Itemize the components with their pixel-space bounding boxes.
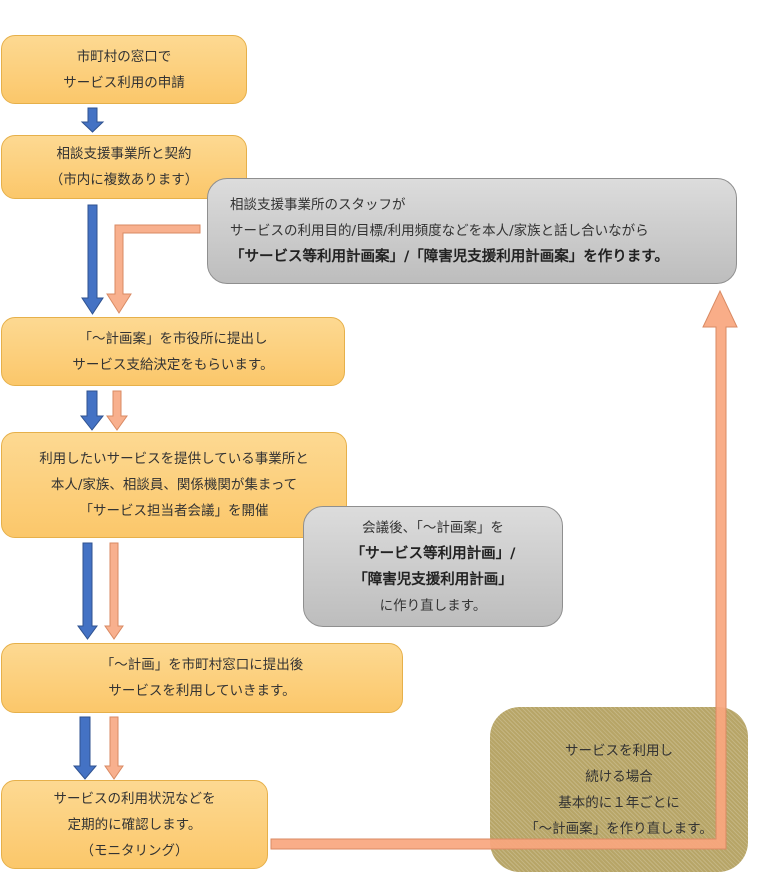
note-text: 会議後、「～計画案」を xyxy=(362,519,504,536)
step-text: 定期的に確認します。 xyxy=(67,816,202,833)
blue-arrow-4 xyxy=(77,542,98,640)
step-text: （モニタリング） xyxy=(80,842,189,859)
note-renewal: サービスを利用し 続ける場合 基本的に１年ごとに 「～計画案」を作り直します。 xyxy=(490,707,748,872)
note-text: 「～計画案」を作り直します。 xyxy=(525,820,713,837)
note-bold-text: 「サービス等利用計画」/ xyxy=(350,545,516,562)
step-text: サービスを利用していきます。 xyxy=(108,683,296,699)
step-text: 利用したいサービスを提供している事業所と xyxy=(39,451,309,467)
salmon-arrow-bent xyxy=(106,224,201,314)
step-text: サービスの利用状況などを xyxy=(53,790,216,807)
step-text: サービス利用の申請 xyxy=(63,74,185,91)
note-bold-text: 「サービス等利用計画案」/「障害児支援利用計画案」を作ります。 xyxy=(230,249,669,265)
note-after-meeting: 会議後、「～計画案」を 「サービス等利用計画」/ 「障害児支援利用計画」 に作り… xyxy=(303,506,563,627)
note-text: 相談支援事業所のスタッフが xyxy=(230,197,406,213)
note-text: 基本的に１年ごとに xyxy=(558,794,680,811)
step-monitoring: サービスの利用状況などを 定期的に確認します。 （モニタリング） xyxy=(1,780,268,869)
step-text: 相談支援事業所と契約 xyxy=(56,146,192,162)
step-contract: 相談支援事業所と契約 （市内に複数あります） xyxy=(1,135,247,199)
note-text: サービスを利用し xyxy=(565,742,673,759)
salmon-arrow-4 xyxy=(104,542,124,640)
blue-arrow-1 xyxy=(80,107,105,133)
step-apply: 市町村の窓口で サービス利用の申請 xyxy=(1,35,247,104)
step-text: （市内に複数あります） xyxy=(49,172,199,188)
blue-arrow-3 xyxy=(79,390,105,431)
note-text: サービスの利用目的/目標/利用頻度などを本人/家族と話し合いながら xyxy=(230,223,649,239)
note-text: に作り直します。 xyxy=(379,597,487,614)
step-text: 「～計画」を市町村窓口に提出後 xyxy=(100,657,304,673)
blue-arrow-5 xyxy=(72,716,98,780)
note-bold-text: 「障害児支援利用計画」 xyxy=(353,571,513,588)
step-text: 「サービス担当者会議」を開催 xyxy=(79,503,269,519)
note-text: 続ける場合 xyxy=(585,768,653,785)
note-plan-draft: 相談支援事業所のスタッフが サービスの利用目的/目標/利用頻度などを本人/家族と… xyxy=(207,178,737,284)
step-text: 「～計画案」を市役所に提出し xyxy=(78,330,268,347)
step-service-meeting: 利用したいサービスを提供している事業所と 本人/家族、相談員、関係機関が集まって… xyxy=(1,432,347,538)
step-use-service: 「～計画」を市町村窓口に提出後 サービスを利用していきます。 xyxy=(1,643,403,713)
step-text: 本人/家族、相談員、関係機関が集まって xyxy=(50,477,298,493)
step-submit-plan: 「～計画案」を市役所に提出し サービス支給決定をもらいます。 xyxy=(1,317,345,386)
step-text: 市町村の窓口で xyxy=(76,48,172,65)
step-text: サービス支給決定をもらいます。 xyxy=(72,356,274,373)
salmon-arrow-5 xyxy=(104,716,124,780)
blue-arrow-2 xyxy=(81,204,104,315)
salmon-arrow-3 xyxy=(106,390,128,431)
